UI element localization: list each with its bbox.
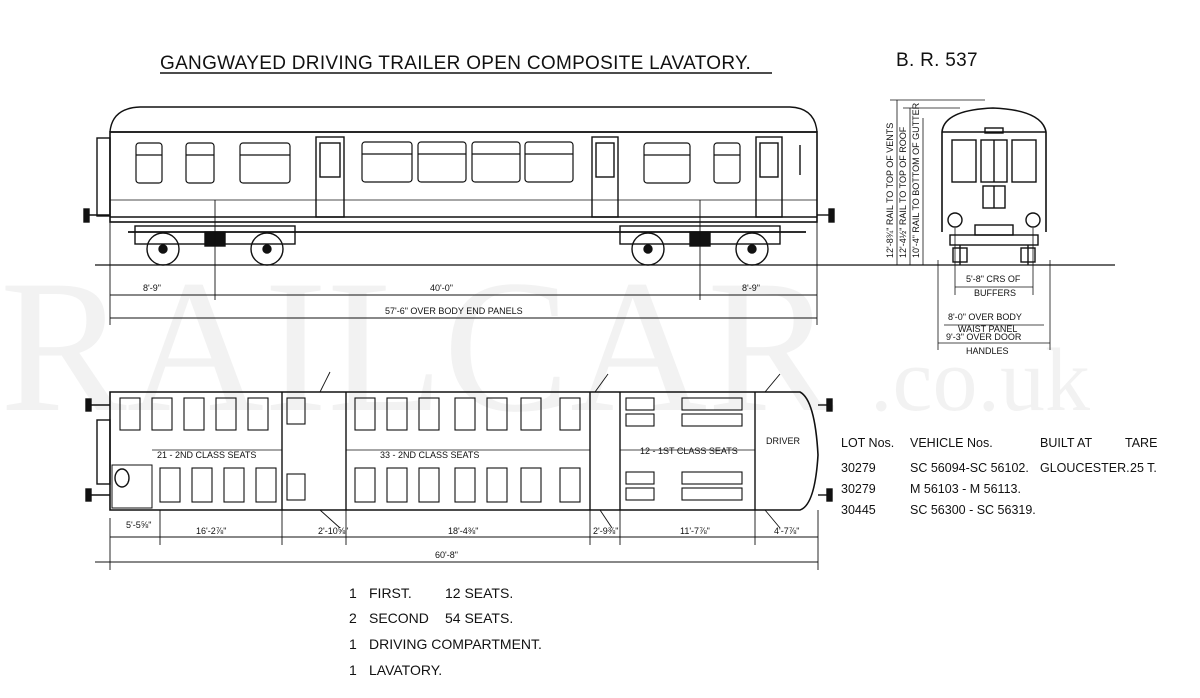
height-label-gutter: 10'-4" RAIL TO BOTTOM OF GUTTER (911, 102, 921, 258)
buffer-centres-label-2: BUFFERS (974, 288, 1016, 298)
side-windows (135, 141, 741, 184)
side-elevation (83, 106, 1115, 325)
accommodation-extra-2: 54 SEATS. (445, 610, 513, 626)
plan-label-second-mid: 33 - 2ND CLASS SEATS (380, 450, 479, 460)
plan-seats (119, 397, 743, 503)
accommodation-text-3: DRIVING COMPARTMENT. (369, 636, 542, 652)
accommodation-text-1: FIRST. (369, 585, 412, 601)
cab-door (755, 136, 783, 218)
roof-outline (109, 106, 818, 133)
accommodation-count-1: 1 (349, 585, 357, 601)
plan-label-second-left: 21 - 2ND CLASS SEATS (157, 450, 256, 460)
accommodation-count-4: 1 (349, 662, 357, 678)
plan-dim-7: 4'-7⅞" (774, 526, 799, 536)
dim-left-bogie: 8'-9" (143, 283, 161, 293)
body-outline (109, 131, 818, 223)
dim-bogie-centres: 40'-0" (430, 283, 453, 293)
plan-dim-5: 2'-9⅜" (593, 526, 618, 536)
cab-outline (941, 107, 1047, 232)
plan-dim-3: 2'-10⅝" (318, 526, 348, 536)
lot-table: LOT Nos. VEHICLE Nos. BUILT AT TARE 3027… (841, 436, 1157, 517)
accommodation-extra-1: 12 SEATS. (445, 585, 513, 601)
dim-right-bogie: 8'-9" (742, 283, 760, 293)
accommodation-count-3: 1 (349, 636, 357, 652)
accommodation-text-2: SECOND (369, 610, 429, 626)
lot-header-tare: TARE (1125, 436, 1157, 450)
plan-dim-1: 5'-5⅝" (126, 520, 151, 530)
lot-header-built: BUILT AT (1040, 436, 1092, 450)
plan-dim-4: 18'-4⅜" (448, 526, 478, 536)
dim-over-body: 57'-6" OVER BODY END PANELS (385, 306, 523, 316)
accommodation-list: 1 FIRST. 12 SEATS. 2 SECOND 54 SEATS. 1 … (349, 585, 542, 678)
plan-dim-2: 16'-2⅞" (196, 526, 226, 536)
over-door-handles-label: 9'-3" OVER DOOR (946, 332, 1022, 342)
plan-view (85, 371, 833, 570)
diagram-number: B. R. 537 (896, 50, 978, 71)
plan-label-driver: DRIVER (766, 436, 801, 446)
accommodation-count-2: 2 (349, 610, 357, 626)
width-over-body-label: 8'-0" OVER BODY (948, 312, 1022, 322)
lot-row-1-vehicle: SC 56094-SC 56102. (910, 461, 1029, 475)
waist-panel-label: WAIST PANEL (958, 324, 1017, 334)
lot-row-1-lot: 30279 (841, 461, 876, 475)
height-label-roof: 12'-4½" RAIL TO TOP OF ROOF (898, 126, 908, 258)
lot-row-2-vehicle: M 56103 - M 56113. (910, 482, 1021, 496)
plan-dim-6: 11'-7⅞" (680, 526, 710, 536)
lot-header-vehicle: VEHICLE Nos. (910, 436, 993, 450)
end-elevation (890, 99, 1051, 350)
accommodation-text-4: LAVATORY. (369, 662, 442, 678)
watermark-text: RAILCAR (0, 242, 834, 452)
height-label-vents: 12'-8¾" RAIL TO TOP OF VENTS (885, 123, 895, 258)
lot-row-1-tare: 25 T. (1130, 461, 1157, 475)
lot-row-2-lot: 30279 (841, 482, 876, 496)
side-door-2 (591, 136, 619, 218)
side-door-1 (315, 136, 345, 218)
handles-label: HANDLES (966, 346, 1009, 356)
watermark-suffix: .co.uk (870, 331, 1090, 430)
lot-row-3-lot: 30445 (841, 503, 876, 517)
plan-label-first: 12 - 1ST CLASS SEATS (640, 446, 738, 456)
buffer-centres-label: 5'-8" CRS OF (966, 274, 1021, 284)
gangway (96, 137, 111, 217)
lot-row-3-vehicle: SC 56300 - SC 56319. (910, 503, 1036, 517)
diagram-title: GANGWAYED DRIVING TRAILER OPEN COMPOSITE… (160, 53, 751, 74)
lot-row-1-built: GLOUCESTER. (1040, 461, 1130, 475)
lot-header-lot: LOT Nos. (841, 436, 894, 450)
plan-outline (109, 391, 819, 511)
plan-dim-overall: 60'-8" (435, 550, 458, 560)
